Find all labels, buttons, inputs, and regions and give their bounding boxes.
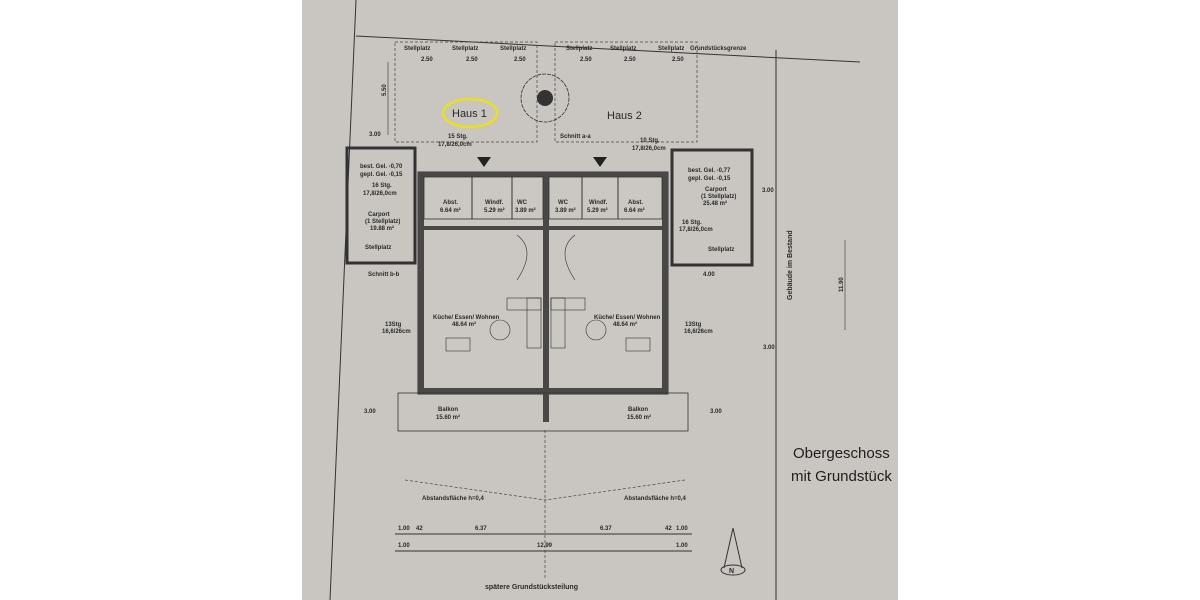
stairs-label: 15 Stg. bbox=[448, 134, 468, 140]
future-split-label: spätere Grundstücksteilung bbox=[485, 584, 578, 591]
svg-text:16 Stg.: 16 Stg. bbox=[682, 220, 702, 226]
svg-text:2.50: 2.50 bbox=[421, 57, 433, 63]
svg-text:Stellplatz: Stellplatz bbox=[452, 46, 478, 52]
svg-text:2.50: 2.50 bbox=[624, 57, 636, 63]
highlight-circle bbox=[441, 97, 499, 129]
svg-text:16 Stg.: 16 Stg. bbox=[372, 183, 392, 189]
svg-text:Balkon: Balkon bbox=[628, 407, 648, 413]
dim-5-50: 5.50 bbox=[382, 84, 388, 96]
plan-title-line1: Obergeschoss bbox=[793, 445, 890, 462]
svg-text:42: 42 bbox=[665, 526, 672, 532]
svg-text:42: 42 bbox=[416, 526, 423, 532]
carport-left: best. Gel. -0,70 gepl. Gel. -0,15 16 Stg… bbox=[345, 146, 417, 278]
building bbox=[397, 157, 689, 432]
svg-text:16,6/26cm: 16,6/26cm bbox=[684, 329, 713, 335]
svg-text:3.00: 3.00 bbox=[364, 409, 376, 415]
svg-text:19.88 m²: 19.88 m² bbox=[370, 225, 394, 232]
svg-text:25.48 m²: 25.48 m² bbox=[703, 200, 727, 207]
svg-text:2.50: 2.50 bbox=[466, 57, 478, 63]
svg-text:(1 Stellplatz): (1 Stellplatz) bbox=[365, 219, 400, 225]
svg-text:Windf.: Windf. bbox=[485, 200, 504, 206]
svg-text:13Stg: 13Stg bbox=[685, 322, 702, 328]
svg-text:1.00: 1.00 bbox=[676, 526, 688, 532]
svg-text:2.50: 2.50 bbox=[672, 57, 684, 63]
svg-text:Stellplatz: Stellplatz bbox=[708, 247, 734, 253]
north-arrow-icon: N bbox=[720, 527, 746, 576]
svg-text:6.37: 6.37 bbox=[475, 526, 487, 532]
svg-text:1.00: 1.00 bbox=[676, 543, 688, 549]
distance-area-outline bbox=[404, 479, 686, 501]
carport-right: best. Gel. -0,77 gepl. Gel. -0,15 Carpor… bbox=[670, 148, 754, 267]
svg-text:17,8/26,0cm: 17,8/26,0cm bbox=[363, 191, 397, 197]
svg-text:6.37: 6.37 bbox=[600, 526, 612, 532]
svg-text:1.00: 1.00 bbox=[398, 526, 410, 532]
svg-text:Küche/ Essen/ Wohnen: Küche/ Essen/ Wohnen bbox=[433, 315, 500, 321]
svg-text:Stellplatz: Stellplatz bbox=[404, 46, 430, 52]
svg-text:Balkon: Balkon bbox=[438, 407, 458, 413]
svg-text:Stellplatz: Stellplatz bbox=[566, 46, 592, 52]
svg-text:Stellplatz: Stellplatz bbox=[610, 46, 636, 52]
svg-text:(1 Stellplatz): (1 Stellplatz) bbox=[701, 194, 736, 200]
svg-text:Stellplatz: Stellplatz bbox=[365, 245, 391, 251]
room-labels: Abst.6.64 m² Windf.5.29 m² WC3.89 m² Küc… bbox=[382, 200, 713, 421]
svg-text:gepl. Gel. -0,15: gepl. Gel. -0,15 bbox=[360, 172, 403, 178]
tree-symbol bbox=[520, 73, 570, 123]
svg-text:Carport: Carport bbox=[705, 187, 727, 193]
dim-11-90: 11.90 bbox=[839, 277, 845, 292]
dimension-lines: 1.00 42 6.37 6.37 42 1.00 12.99 1.00 1.0… bbox=[364, 62, 846, 552]
svg-text:6.64 m²: 6.64 m² bbox=[440, 207, 461, 214]
left-boundary-line bbox=[329, 0, 357, 600]
svg-text:12.99: 12.99 bbox=[537, 543, 553, 549]
svg-text:3.00: 3.00 bbox=[762, 188, 774, 194]
svg-text:5.29 m²: 5.29 m² bbox=[484, 207, 505, 214]
distance-area-label: Abstandsfläche h=0,4 bbox=[422, 496, 485, 502]
svg-text:Stellplatz: Stellplatz bbox=[658, 46, 684, 52]
svg-text:2.50: 2.50 bbox=[514, 57, 526, 63]
svg-text:5.29 m²: 5.29 m² bbox=[587, 207, 608, 214]
existing-building-label: Gebäude im Bestand bbox=[787, 230, 794, 300]
svg-text:15.60 m²: 15.60 m² bbox=[627, 414, 651, 421]
svg-text:48.64 m²: 48.64 m² bbox=[452, 321, 476, 328]
stairs-label: 10 Stg. bbox=[640, 138, 660, 144]
top-parking: Stellplatz 2.50 Stellplatz 2.50 Stellplatz… bbox=[394, 41, 698, 143]
svg-text:3.00: 3.00 bbox=[763, 345, 775, 351]
boundary-label: Grundstücksgrenze bbox=[690, 46, 747, 52]
svg-text:Abst.: Abst. bbox=[443, 200, 458, 206]
svg-text:Stellplatz: Stellplatz bbox=[500, 46, 526, 52]
svg-text:6.64 m²: 6.64 m² bbox=[624, 207, 645, 214]
svg-text:N: N bbox=[729, 568, 734, 575]
svg-text:WC: WC bbox=[517, 200, 528, 206]
svg-text:16,6/26cm: 16,6/26cm bbox=[382, 329, 411, 335]
svg-text:48.64 m²: 48.64 m² bbox=[613, 321, 637, 328]
svg-text:3.00: 3.00 bbox=[710, 409, 722, 415]
svg-text:3.89 m²: 3.89 m² bbox=[515, 207, 536, 214]
svg-text:Carport: Carport bbox=[368, 212, 390, 218]
svg-text:4.00: 4.00 bbox=[703, 272, 715, 278]
plan-title-line2: mit Grundstück bbox=[791, 468, 892, 485]
stairs-dim: 17,8/26,0cm bbox=[632, 146, 666, 152]
distance-area-label: Abstandsfläche h=0,4 bbox=[624, 496, 687, 502]
section-aa-label: Schnitt a-a bbox=[560, 134, 591, 140]
svg-text:Windf.: Windf. bbox=[589, 200, 608, 206]
svg-text:best. Gel. -0,70: best. Gel. -0,70 bbox=[360, 164, 403, 170]
svg-text:1.00: 1.00 bbox=[398, 543, 410, 549]
svg-text:13Stg: 13Stg bbox=[385, 322, 402, 328]
svg-text:best. Gel. -0,77: best. Gel. -0,77 bbox=[688, 168, 731, 174]
svg-text:3.00: 3.00 bbox=[369, 132, 381, 138]
svg-text:17,8/26,0cm: 17,8/26,0cm bbox=[679, 227, 713, 233]
svg-text:gepl. Gel. -0,15: gepl. Gel. -0,15 bbox=[688, 176, 731, 182]
svg-text:WC: WC bbox=[558, 200, 569, 206]
house2-label: Haus 2 bbox=[607, 110, 642, 122]
svg-text:Küche/ Essen/ Wohnen: Küche/ Essen/ Wohnen bbox=[594, 315, 661, 321]
svg-text:2.50: 2.50 bbox=[580, 57, 592, 63]
svg-text:Abst.: Abst. bbox=[628, 200, 643, 206]
stairs-dim: 17,8/26,0cm bbox=[438, 142, 472, 148]
svg-text:Schnitt b-b: Schnitt b-b bbox=[368, 272, 400, 278]
svg-text:15.60 m²: 15.60 m² bbox=[436, 414, 460, 421]
svg-text:3.89 m²: 3.89 m² bbox=[555, 207, 576, 214]
house1-label: Haus 1 bbox=[452, 108, 487, 120]
